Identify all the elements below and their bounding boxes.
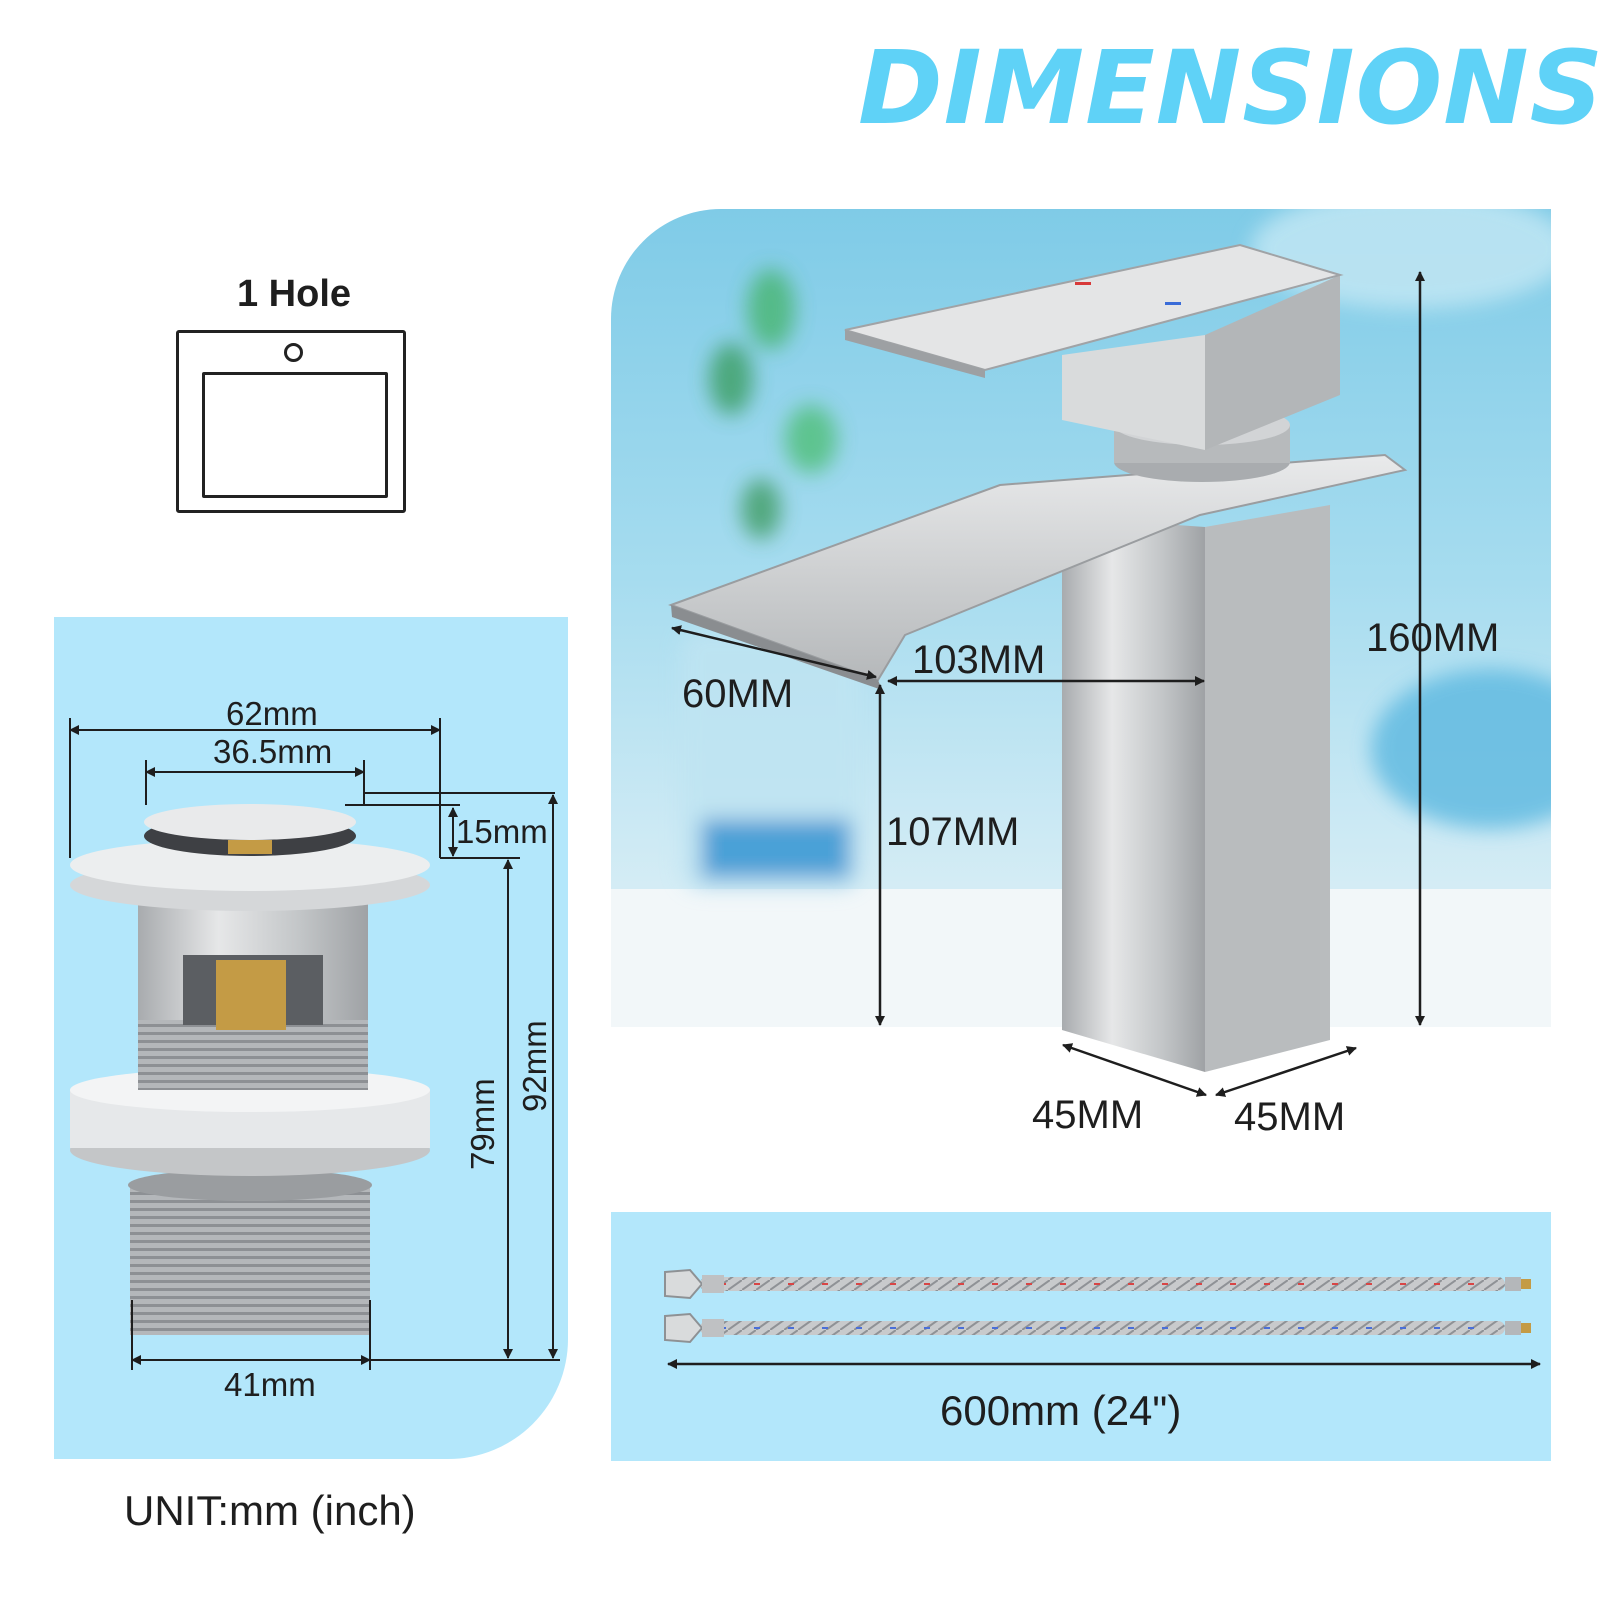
drain-total-height-label: 92mm [516,1020,553,1112]
cap-height-label: 15mm [456,813,548,850]
faucet-hole-icon [284,343,303,362]
unit-note: UNIT:mm (inch) [124,1487,416,1534]
body-height-label: 79mm [464,1078,501,1170]
total-height-label: 160MM [1366,616,1500,660]
drain-dimension-lines [69,718,560,1370]
faucet-image [668,243,1408,1072]
spout-height-label: 107MM [886,810,1020,854]
page-title: DIMENSIONS [858,29,1600,148]
cap-diameter-label: 36.5mm [213,733,333,770]
hole-count-label: 1 Hole [236,273,352,315]
spout-width-label: 60MM [682,672,794,716]
thread-diameter-label: 41mm [224,1366,316,1403]
hose-image [664,1268,1531,1344]
hose-panel [611,1212,1551,1461]
base-width-label: 45MM [1234,1095,1346,1139]
sink-basin [202,372,388,498]
hose-length-label: 600mm (24") [940,1387,1182,1434]
spout-reach-label: 103MM [912,638,1046,682]
drain-image [70,804,430,1335]
faucet-dimension-lines [671,271,1425,1097]
sink-outline [176,330,406,513]
flange-diameter-label: 62mm [226,695,318,732]
base-depth-label: 45MM [1032,1093,1144,1137]
